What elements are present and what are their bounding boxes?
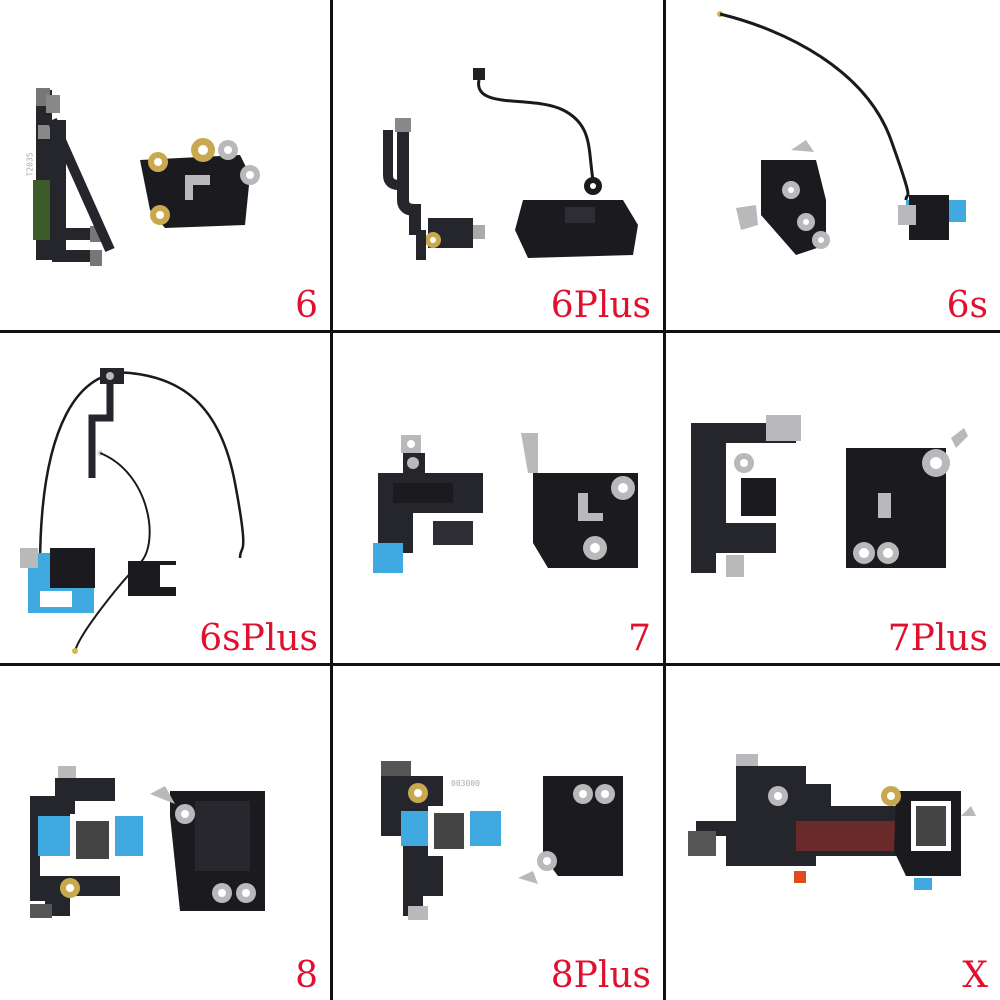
grid-divider-vertical-1 bbox=[330, 0, 333, 1000]
cell-iphone-8: 8 bbox=[0, 666, 330, 1000]
antenna-shield-part bbox=[140, 138, 260, 228]
part-photo-6s bbox=[717, 11, 966, 255]
antenna-shield-part bbox=[881, 786, 976, 890]
antenna-shield-part bbox=[846, 428, 968, 568]
model-label: 7Plus bbox=[887, 618, 988, 659]
flex-cable-part bbox=[30, 766, 143, 918]
antenna-bracket-left bbox=[20, 548, 95, 613]
flex-cable-part bbox=[691, 415, 801, 577]
flex-cable-part bbox=[373, 435, 483, 573]
model-label: 6sPlus bbox=[199, 618, 318, 659]
model-label: 8 bbox=[295, 955, 318, 996]
cell-iphone-6s: 6s bbox=[666, 0, 1000, 330]
model-label: X bbox=[962, 955, 988, 996]
part-photo-8plus bbox=[381, 761, 623, 920]
flex-cable-part bbox=[33, 88, 115, 266]
model-label: 6Plus bbox=[550, 285, 651, 326]
flex-cable-part bbox=[381, 761, 501, 920]
part-photo-8 bbox=[30, 766, 265, 918]
model-label: 8Plus bbox=[550, 955, 651, 996]
part-photo-x bbox=[688, 754, 976, 890]
part-photo-6 bbox=[33, 88, 260, 266]
flex-cable-part bbox=[688, 754, 911, 883]
antenna-bracket-part-right bbox=[898, 195, 966, 240]
cell-iphone-7: 7 bbox=[333, 333, 663, 663]
model-label: 7 bbox=[628, 618, 651, 659]
flex-cable-part bbox=[88, 368, 124, 478]
part-photo-7plus bbox=[691, 415, 968, 577]
part-photo-7 bbox=[373, 433, 638, 573]
cell-iphone-6plus: 6Plus bbox=[333, 0, 663, 330]
grid-divider-horizontal-1 bbox=[0, 330, 1000, 333]
antenna-shield-part-left bbox=[736, 140, 830, 255]
grid-divider-horizontal-2 bbox=[0, 663, 1000, 666]
flex-print-text: T2035 bbox=[25, 152, 35, 177]
coax-cable-loop bbox=[38, 371, 245, 569]
flex-print-text: 003000 bbox=[451, 779, 480, 788]
antenna-shield-part bbox=[521, 433, 638, 568]
model-label: 6s bbox=[946, 285, 988, 326]
coax-cable-part bbox=[717, 11, 910, 201]
coax-cable-part bbox=[473, 68, 595, 181]
model-label: 6 bbox=[295, 285, 318, 326]
cell-iphone-x: X bbox=[666, 666, 1000, 1000]
part-photo-6splus bbox=[20, 368, 245, 654]
antenna-shield-right bbox=[128, 561, 200, 596]
antenna-shield-part bbox=[150, 786, 265, 911]
grid-divider-vertical-2 bbox=[663, 0, 666, 1000]
antenna-shield-part bbox=[518, 776, 623, 884]
cell-iphone-8plus: 003000 8Plus bbox=[333, 666, 663, 1000]
cell-iphone-6: T2035 6 bbox=[0, 0, 330, 330]
flex-cable-part bbox=[383, 118, 485, 260]
antenna-shield-part bbox=[515, 177, 638, 258]
cell-iphone-6splus: 6sPlus bbox=[0, 333, 330, 663]
part-photo-6plus bbox=[383, 68, 638, 260]
cell-iphone-7plus: 7Plus bbox=[666, 333, 1000, 663]
